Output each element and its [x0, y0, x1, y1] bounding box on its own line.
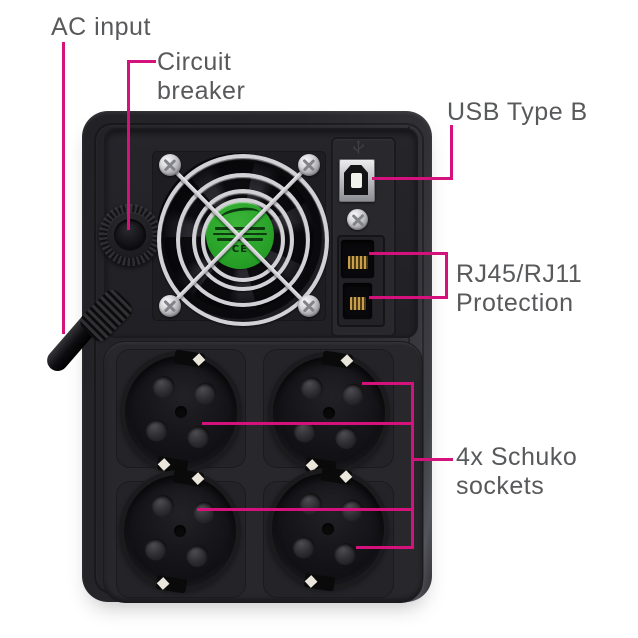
socket-center-hole [174, 405, 188, 419]
socket-pin-hole [298, 491, 324, 517]
fan-grille-ring-outer [157, 154, 329, 326]
ac-input-leader-line [62, 42, 65, 334]
fan-grille-ring-hub [201, 198, 285, 282]
socket-pin-hole [185, 424, 211, 450]
socket-center-hole [322, 406, 336, 420]
usb-type-b-label: USB Type B [447, 98, 588, 127]
schuko-sockets-label-line1: 4x Schuko [456, 443, 578, 471]
socket-center-hole [173, 524, 187, 538]
socket-pin-hole [192, 380, 218, 407]
schuko-leader-tick-2 [202, 422, 414, 425]
socket-pin-hole [143, 536, 169, 563]
circuit-breaker-button [114, 219, 146, 251]
circuit-breaker-label-line1: Circuit [157, 48, 232, 76]
schuko-sockets-label: 4x Schuko sockets [456, 443, 577, 501]
rj45-jack [341, 240, 374, 278]
socket-pin-hole [150, 493, 176, 519]
schuko-leader-tick-4 [356, 546, 414, 549]
fan-grille-ring-inner [192, 189, 294, 291]
ac-input-label: AC input [51, 13, 151, 42]
panel-screw [347, 209, 368, 230]
schuko-leader-tick-1 [362, 382, 414, 385]
rj-protection-label: RJ45/RJ11 Protection [456, 260, 582, 318]
circuit-breaker-label-line2: breaker [157, 77, 246, 105]
socket-pin-hole [191, 499, 217, 526]
circuit-breaker-leader-line-v [127, 60, 130, 230]
socket-pin-hole [332, 541, 358, 567]
socket-pin-hole [184, 543, 210, 569]
usb-leader-line-h [372, 177, 453, 180]
usb-leader-line-v [450, 125, 453, 180]
socket-pin-hole [151, 374, 177, 400]
schuko-sockets-label-line2: sockets [456, 472, 545, 500]
schuko-leader-line-v [411, 382, 414, 549]
rj-protection-label-line1: RJ45/RJ11 [456, 260, 583, 288]
rj11-pins [349, 297, 366, 310]
socket-pin-hole [299, 375, 325, 401]
socket-pin-hole [144, 417, 170, 444]
ac-input-label-text: AC input [51, 13, 151, 41]
schuko-leader-branch [411, 458, 453, 461]
circuit-breaker-label: Circuit breaker [157, 48, 245, 106]
socket-pin-hole [340, 381, 366, 408]
usb-molded-icon [351, 140, 366, 155]
rj-leader-line-top [369, 252, 448, 255]
fan-screw-top-right [298, 154, 320, 176]
fan-screw-bottom-left [159, 295, 181, 317]
socket-pin-hole [333, 425, 359, 451]
socket-center-hole [321, 522, 335, 536]
usb-port-insert [351, 173, 362, 188]
fan-grille-ring-mid [176, 173, 310, 307]
usb-type-b-label-text: USB Type B [447, 98, 588, 126]
fan-screw-bottom-right [298, 295, 320, 317]
rj11-jack [343, 283, 372, 319]
schuko-leader-tick-3 [197, 508, 414, 511]
rj-protection-label-line2: Protection [456, 289, 574, 317]
circuit-breaker-leader-line-h [127, 60, 156, 63]
socket-pin-hole [291, 534, 317, 561]
rj-leader-line-bottom [369, 296, 448, 299]
rj-leader-line-v [445, 252, 448, 299]
fan-screw-top-left [159, 154, 181, 176]
rj45-pins [347, 256, 368, 269]
